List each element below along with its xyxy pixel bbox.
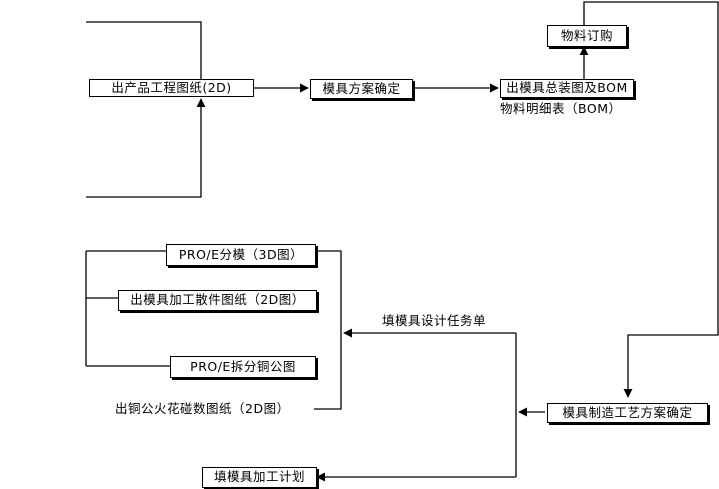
node-assembly-bom: 出模具总装图及BOM <box>500 79 634 98</box>
node-product-drawing: 出产品工程图纸(2D) <box>89 79 254 97</box>
node-material-order: 物料订购 <box>547 25 627 47</box>
node-process-plan: 模具制造工艺方案确定 <box>547 403 708 423</box>
node-copper-split: PRO/E拆分铜公图 <box>170 356 316 378</box>
label-spark-drawing: 出铜公火花碰数图纸（2D图） <box>115 401 290 416</box>
connector-right-loop <box>583 1 719 398</box>
node-pro-e-split: PRO/E分模（3D图） <box>166 244 316 266</box>
node-machining-plan: 填模具加工计划 <box>202 467 317 488</box>
bracket-right <box>314 250 342 410</box>
label-bom-caption: 物料明细表（BOM） <box>500 101 622 116</box>
node-parts-drawing: 出模具加工散件图纸（2D图） <box>118 290 317 311</box>
node-mold-plan: 模具方案确定 <box>310 79 413 99</box>
label-design-task: 填模具设计任务单 <box>382 313 487 328</box>
connector-top-feed <box>86 21 202 81</box>
connector-bottom-feed <box>86 98 206 198</box>
